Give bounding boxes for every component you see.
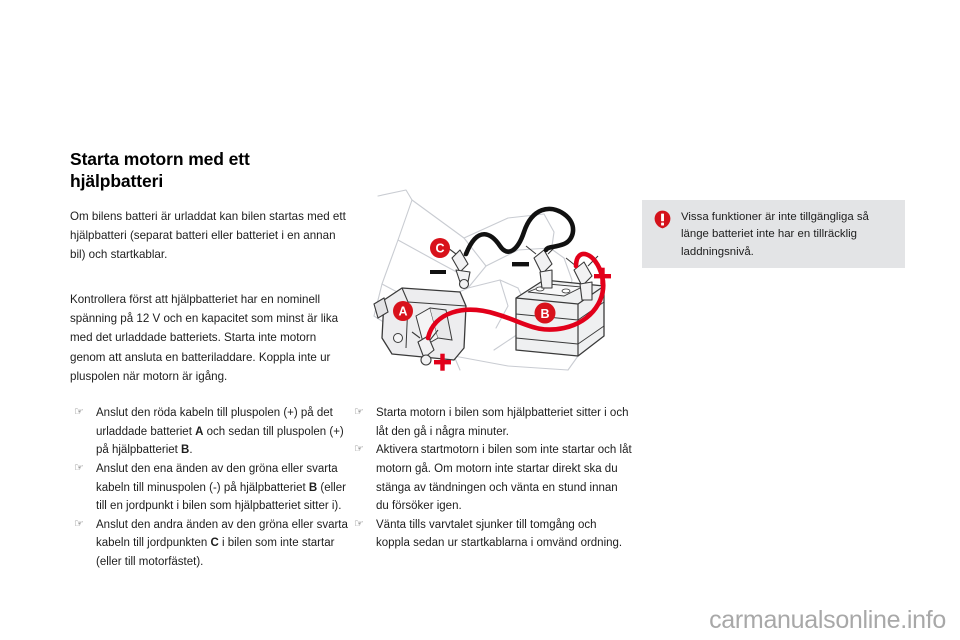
intro-paragraph: Om bilens batteri är urladdat kan bilen … xyxy=(70,209,346,262)
label-badge-c: C xyxy=(430,238,450,258)
minus-mark-c xyxy=(430,270,446,274)
pointing-hand-bullet-icon: ☞ xyxy=(354,517,364,530)
clamp-positive-b xyxy=(565,255,599,301)
clamp-at-c xyxy=(447,245,471,290)
page-title-line-2: hjälpbatteri xyxy=(70,171,164,192)
text-run: . xyxy=(189,444,193,457)
page-title: Starta motorn med ett hjälpbatteri xyxy=(70,148,348,193)
list-item-text: Vänta tills varvtalet sjunker till tomgå… xyxy=(376,516,632,553)
page-title-line-1: Starta motorn med ett xyxy=(70,149,250,169)
minus-mark-b xyxy=(512,262,529,267)
pointing-hand-bullet-icon: ☞ xyxy=(74,461,84,474)
list-item-text: Aktivera startmotorn i bilen som inte st… xyxy=(376,441,632,516)
reference-letter: A xyxy=(195,425,204,438)
pointing-hand-bullet-icon: ☞ xyxy=(354,406,364,418)
second-paragraph: Kontrollera först att hjälpbatteriet har… xyxy=(70,293,339,383)
list-item: ☞ Anslut den andra änden av den gröna ell… xyxy=(70,516,352,572)
pointing-hand-bullet-icon: ☞ xyxy=(74,517,84,530)
svg-text:B: B xyxy=(540,307,549,321)
jump-start-battery-diagram: C A B xyxy=(368,188,620,380)
warning-exclamation-icon xyxy=(654,210,671,229)
list-item-text: Anslut den andra änden av den gröna elle… xyxy=(96,516,352,572)
text-run: Aktivera startmotorn i bilen som inte st… xyxy=(376,444,632,513)
plus-mark-b xyxy=(594,267,611,285)
negative-cable xyxy=(463,206,576,257)
pointing-hand-bullet-icon: ☞ xyxy=(354,443,364,456)
text-run: och sedan till pluspolen (+) på hjälpbat… xyxy=(96,425,344,457)
text-run: Anslut den röda kabeln till pluspolen (+… xyxy=(96,407,333,438)
list-item-text: Starta motorn i bilen som hjälpbatteriet… xyxy=(376,404,632,441)
site-watermark: carmanualsonline.info xyxy=(709,606,946,634)
terminal-marks xyxy=(430,262,611,371)
text-run: Anslut den ena änden av den gröna eller … xyxy=(96,462,338,494)
instruction-list-middle: ☞ Starta motorn i bilen som hjälpbatterie… xyxy=(350,404,632,553)
clamp-positive-a xyxy=(411,329,439,366)
list-item: ☞ Anslut den ena änden av den gröna eller… xyxy=(70,460,352,516)
positive-cable xyxy=(425,251,606,341)
reference-letter: B xyxy=(308,481,318,494)
list-item: ☞ Aktivera startmotorn i bilen som inte s… xyxy=(350,441,632,516)
svg-text:C: C xyxy=(435,242,444,256)
list-item: ☞ Anslut den röda kabeln till pluspolen (… xyxy=(70,404,352,460)
list-item-text: Anslut den röda kabeln till pluspolen (+… xyxy=(96,404,352,460)
text-run: (eller till en jordpunkt i bilen som hjä… xyxy=(96,481,346,513)
svg-text:A: A xyxy=(398,305,407,319)
warning-callout: Vissa funktioner är inte tillgängliga så… xyxy=(642,200,905,268)
plus-mark-a xyxy=(434,353,451,371)
label-badge-b: B xyxy=(534,302,556,324)
reference-letter: B xyxy=(181,444,190,457)
reference-letter: C xyxy=(210,537,219,550)
warning-text: Vissa funktioner är inte tillgängliga så… xyxy=(681,211,869,258)
list-item: ☞ Vänta tills varvtalet sjunker till tomg… xyxy=(350,516,632,553)
instruction-list-left: ☞ Anslut den röda kabeln till pluspolen (… xyxy=(70,404,352,572)
list-item: ☞ Starta motorn i bilen som hjälpbatterie… xyxy=(350,404,632,441)
left-text-column: Starta motorn med ett hjälpbatteri Om bi… xyxy=(70,148,348,386)
list-item-text: Anslut den ena änden av den gröna eller … xyxy=(96,460,352,516)
text-run: i bilen som inte startar (eller till mot… xyxy=(96,537,335,568)
text-run: Anslut den andra änden av den gröna elle… xyxy=(96,518,348,550)
text-run: Vänta tills varvtalet sjunker till tomgå… xyxy=(376,518,623,550)
label-badge-a: A xyxy=(393,301,413,321)
battery-a-shape xyxy=(373,287,467,361)
pointing-hand-bullet-icon: ☞ xyxy=(74,406,84,418)
text-run: Starta motorn i bilen som hjälpbatteriet… xyxy=(376,407,629,438)
